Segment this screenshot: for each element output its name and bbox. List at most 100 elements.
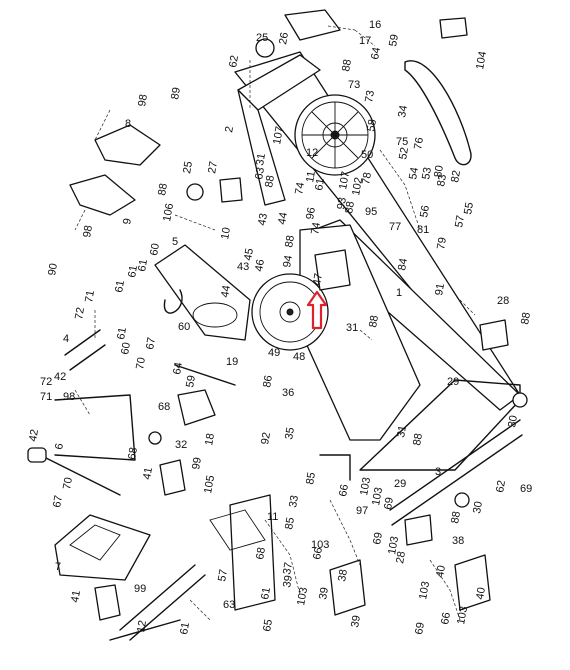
callout-39: 39 bbox=[281, 574, 295, 588]
callout-68: 68 bbox=[158, 401, 170, 413]
callout-93: 93 bbox=[335, 196, 349, 210]
callout-96: 96 bbox=[304, 206, 318, 220]
callout-88: 88 bbox=[343, 200, 357, 214]
callout-82: 82 bbox=[449, 169, 463, 183]
callout-25: 25 bbox=[181, 160, 195, 174]
callout-2: 2 bbox=[223, 125, 236, 133]
callout-31: 31 bbox=[346, 322, 358, 334]
callout-103: 103 bbox=[358, 476, 373, 496]
callout-30: 30 bbox=[471, 500, 485, 514]
callout-48: 48 bbox=[293, 351, 305, 363]
callout-69: 69 bbox=[371, 531, 385, 545]
callout-52: 52 bbox=[397, 146, 411, 160]
callout-60: 60 bbox=[178, 321, 190, 333]
callout-17: 17 bbox=[359, 35, 371, 47]
callout-38: 38 bbox=[336, 568, 350, 582]
callout-4: 4 bbox=[63, 333, 69, 345]
flywheel bbox=[294, 94, 376, 176]
callout-10: 10 bbox=[219, 226, 233, 240]
callout-102: 102 bbox=[350, 176, 365, 196]
callout-57: 57 bbox=[216, 568, 230, 582]
callout-6: 6 bbox=[53, 442, 66, 450]
callout-98: 98 bbox=[136, 93, 150, 107]
callout-66: 66 bbox=[337, 483, 351, 497]
callout-62: 62 bbox=[227, 54, 241, 68]
callout-57: 57 bbox=[453, 214, 467, 228]
callout-46: 46 bbox=[253, 258, 267, 272]
callout-61: 61 bbox=[113, 279, 127, 293]
callout-95: 95 bbox=[365, 206, 377, 218]
callout-61: 61 bbox=[136, 258, 150, 272]
callout-78: 78 bbox=[360, 171, 374, 185]
callout-62: 62 bbox=[494, 479, 508, 493]
callout-12: 12 bbox=[135, 619, 149, 633]
callout-63: 63 bbox=[223, 599, 235, 611]
callout-88: 88 bbox=[283, 234, 297, 248]
callout-36: 36 bbox=[282, 387, 294, 399]
callout-9: 9 bbox=[121, 217, 134, 225]
callout-79: 79 bbox=[435, 236, 449, 250]
callout-1: 1 bbox=[396, 287, 402, 299]
front-stabilizer bbox=[109, 564, 206, 641]
callout-104: 104 bbox=[474, 50, 489, 70]
left-shroud bbox=[154, 244, 251, 341]
callout-68: 68 bbox=[254, 546, 268, 560]
callout-88: 88 bbox=[263, 174, 277, 188]
callout-28: 28 bbox=[394, 550, 408, 564]
callout-60: 60 bbox=[148, 242, 162, 256]
callout-103: 103 bbox=[311, 539, 329, 551]
callout-11: 11 bbox=[304, 170, 318, 183]
callout-54: 54 bbox=[407, 166, 421, 180]
callout-105: 105 bbox=[202, 474, 217, 494]
callout-83: 83 bbox=[435, 173, 449, 187]
callout-41: 41 bbox=[141, 466, 155, 480]
callout-99: 99 bbox=[134, 583, 146, 595]
callout-30: 30 bbox=[506, 414, 520, 428]
callout-5: 5 bbox=[172, 236, 178, 248]
callout-98: 98 bbox=[81, 224, 95, 238]
callout-90: 90 bbox=[46, 262, 60, 276]
callout-32: 32 bbox=[175, 439, 187, 451]
callout-103: 103 bbox=[370, 486, 385, 506]
callout-43: 43 bbox=[237, 261, 249, 273]
callout-3: 3 bbox=[435, 466, 441, 478]
callout-35: 35 bbox=[283, 426, 297, 440]
callout-106: 106 bbox=[161, 202, 176, 222]
callout-70: 70 bbox=[134, 356, 148, 370]
callout-7: 7 bbox=[55, 561, 61, 573]
callout-86: 86 bbox=[261, 374, 275, 388]
callout-58: 58 bbox=[365, 118, 379, 132]
callout-107: 107 bbox=[271, 125, 286, 145]
callout-31: 31 bbox=[395, 424, 409, 438]
small-parts bbox=[64, 9, 509, 546]
callout-99: 99 bbox=[190, 456, 204, 470]
callout-69: 69 bbox=[382, 496, 396, 510]
callout-107: 107 bbox=[337, 170, 352, 190]
callout-42: 42 bbox=[27, 428, 41, 442]
callout-26: 26 bbox=[277, 31, 291, 45]
callout-31: 31 bbox=[254, 152, 268, 166]
callout-80: 80 bbox=[432, 164, 446, 178]
callout-44: 44 bbox=[219, 284, 233, 298]
rollers bbox=[94, 459, 491, 621]
callout-88: 88 bbox=[367, 314, 381, 328]
callout-61: 61 bbox=[126, 264, 140, 278]
callout-97: 97 bbox=[356, 505, 368, 517]
callout-19: 19 bbox=[226, 356, 238, 368]
callout-60: 60 bbox=[119, 341, 133, 355]
callout-29: 29 bbox=[447, 376, 459, 388]
callout-59: 59 bbox=[184, 374, 198, 388]
console bbox=[54, 514, 151, 581]
callout-71: 71 bbox=[40, 391, 52, 403]
callout-85: 85 bbox=[304, 471, 318, 485]
callout-81: 81 bbox=[417, 224, 429, 236]
callout-103: 103 bbox=[386, 535, 401, 555]
callout-98: 98 bbox=[63, 391, 75, 403]
callout-41: 41 bbox=[69, 589, 83, 603]
callout-88: 88 bbox=[449, 510, 463, 524]
callout-73: 73 bbox=[363, 89, 377, 103]
callout-27: 27 bbox=[206, 160, 220, 174]
callout-75: 75 bbox=[396, 136, 408, 148]
